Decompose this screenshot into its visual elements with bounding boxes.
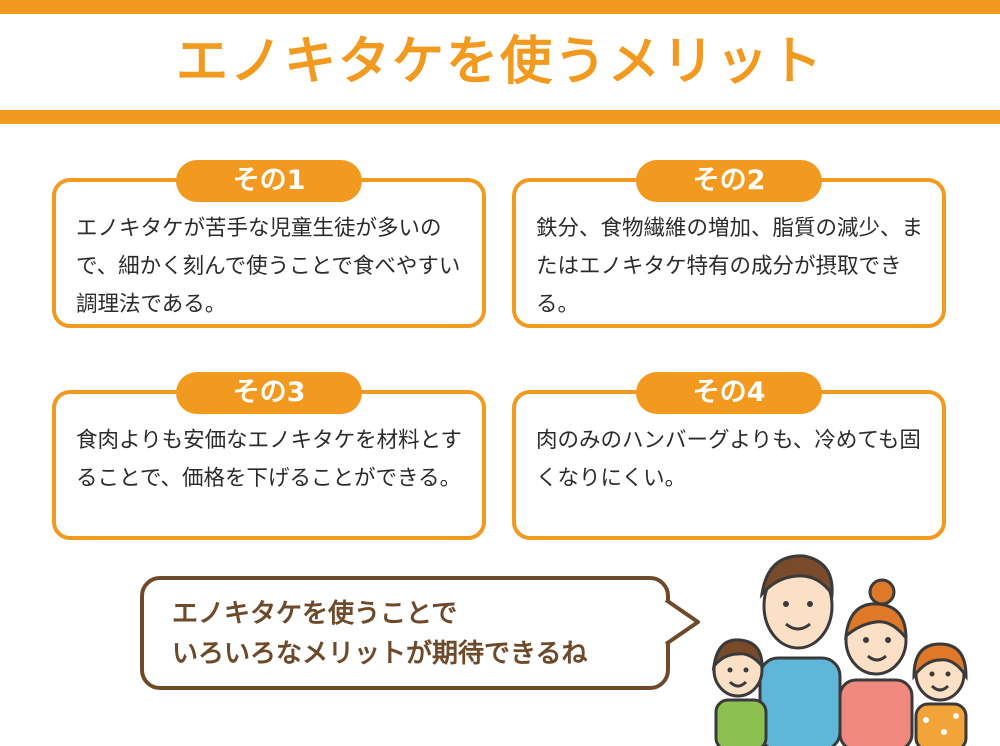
- merit-card-1: その1 エノキタケが苦手な児童生徒が多いので、細かく刻んで使うことで食べやすい調…: [52, 160, 486, 328]
- merit-label-3: その3: [176, 372, 362, 414]
- page-title: エノキタケを使うメリット: [175, 32, 824, 92]
- merit-card-4: その4 肉のみのハンバーグよりも、冷めても固くなりにくい。: [512, 372, 946, 540]
- merit-text-1: エノキタケが苦手な児童生徒が多いので、細かく刻んで使うことで食べやすい調理法であ…: [76, 216, 461, 317]
- title-underline-bar: [0, 110, 1000, 124]
- speech-bubble: エノキタケを使うことで いろいろなメリットが期待できるね: [140, 576, 670, 690]
- merit-label-2: その2: [636, 160, 822, 202]
- merit-text-3: 食肉よりも安価なエノキタケを材料とすることで、価格を下げることができる。: [76, 428, 462, 491]
- speech-line-1: エノキタケを使うことで: [172, 599, 458, 629]
- merit-label-1: その1: [176, 160, 362, 202]
- top-accent-bar: [0, 0, 1000, 14]
- merit-label-4: その4: [636, 372, 822, 414]
- merit-text-2: 鉄分、食物繊維の増加、脂質の減少、またはエノキタケ特有の成分が摂取できる。: [536, 216, 924, 317]
- merit-text-4: 肉のみのハンバーグよりも、冷めても固くなりにくい。: [536, 428, 921, 491]
- merit-card-2: その2 鉄分、食物繊維の増加、脂質の減少、またはエノキタケ特有の成分が摂取できる…: [512, 160, 946, 328]
- family-thinking-illustration: [711, 554, 968, 746]
- speech-line-2: いろいろなメリットが期待できるね: [172, 639, 588, 669]
- speech-bubble-tail: [664, 598, 700, 646]
- merit-card-3: その3 食肉よりも安価なエノキタケを材料とすることで、価格を下げることができる。: [52, 372, 486, 540]
